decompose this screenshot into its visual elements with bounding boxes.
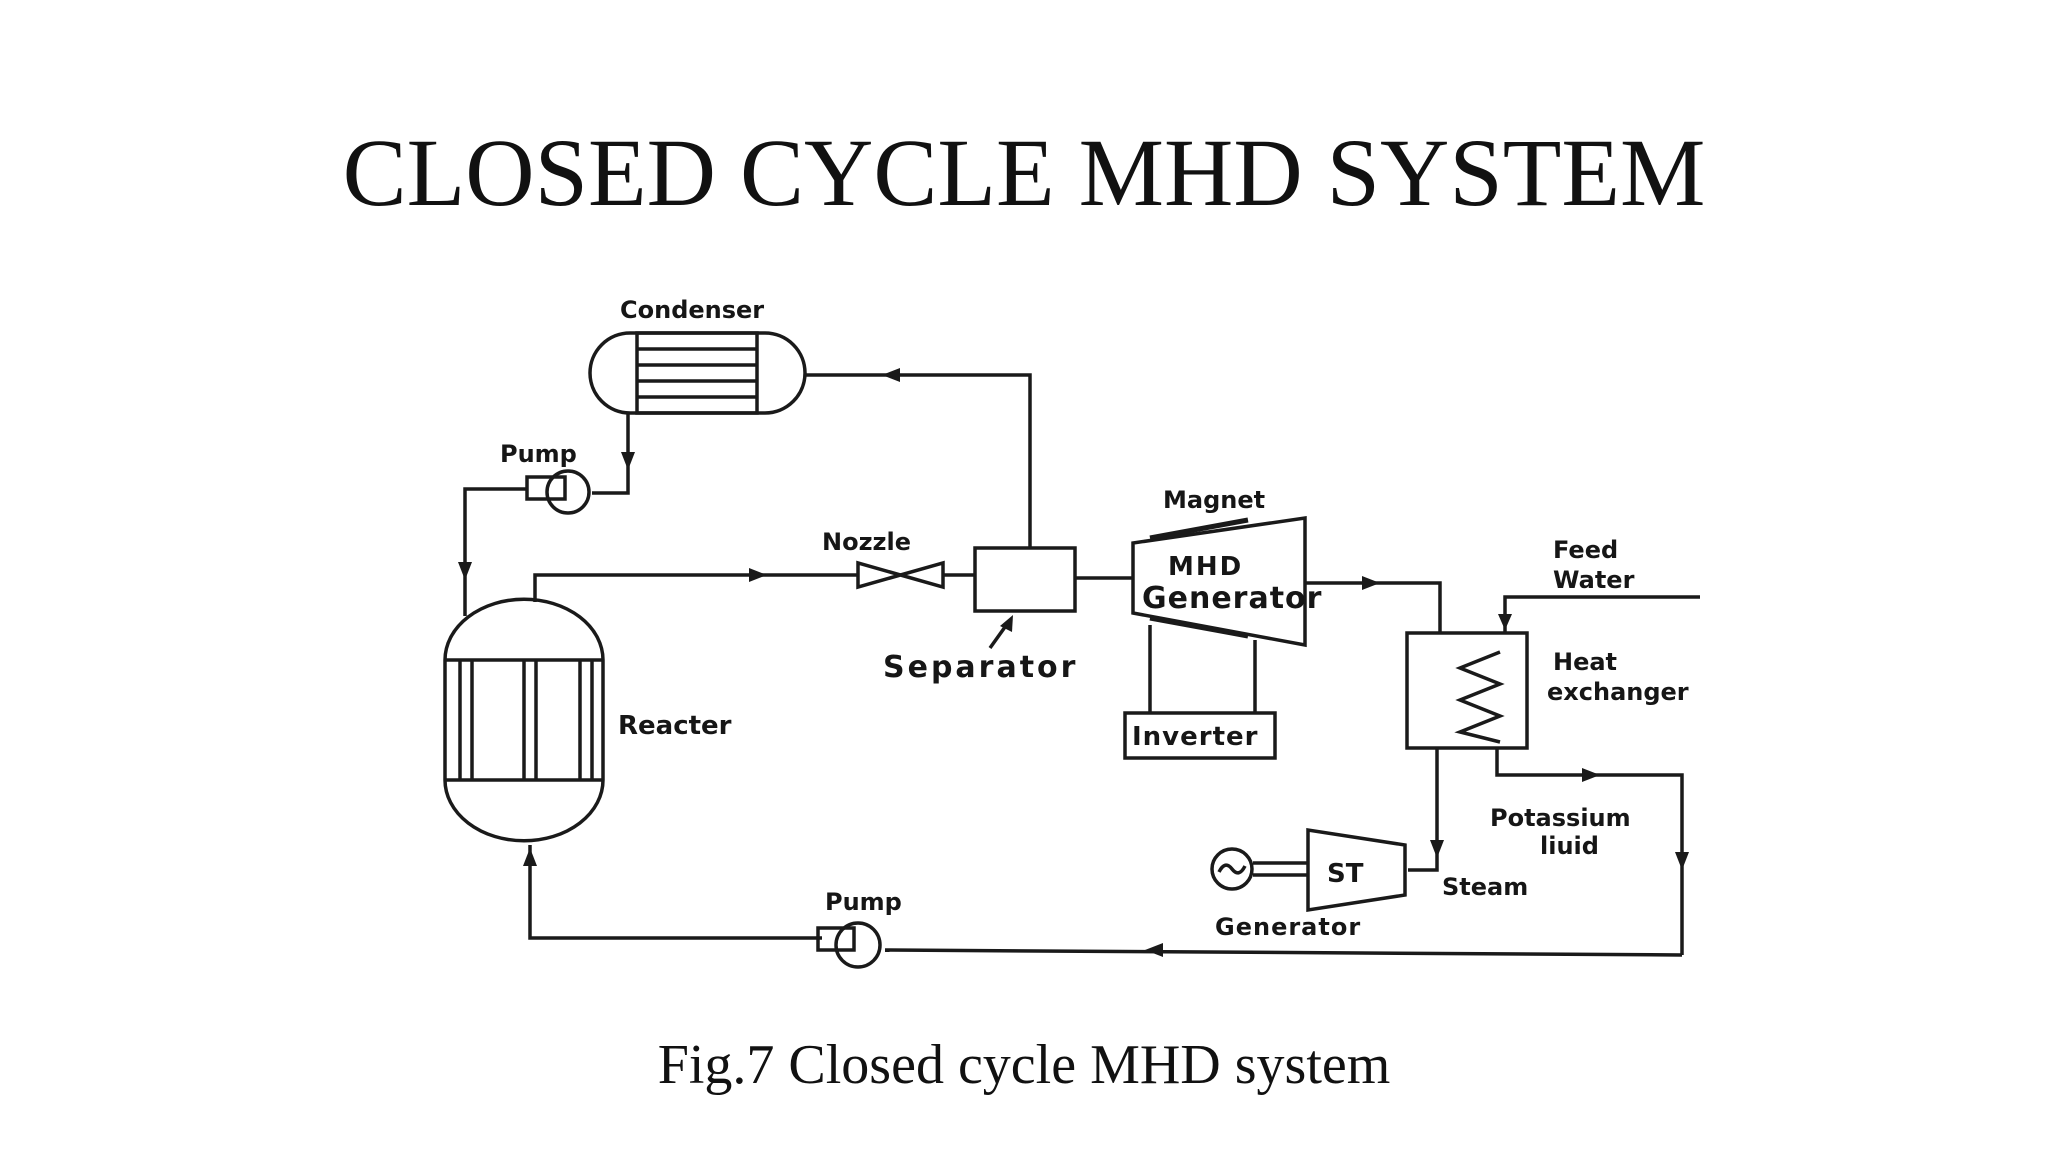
- top-pump: [525, 469, 591, 515]
- turbine-generator-shaft: [1253, 861, 1308, 877]
- feed-label-line2: Water: [1553, 566, 1635, 594]
- flow-arrow-potassium-down: [1675, 852, 1689, 870]
- flow-arrow-up-to-reactor: [523, 848, 537, 866]
- flow-arrow-feed-water: [1498, 614, 1512, 630]
- top-pump-label: Pump: [500, 440, 577, 468]
- ac-generator: [1210, 847, 1254, 891]
- condenser-label: Condenser: [620, 296, 764, 324]
- flow-arrow-to-condenser: [882, 368, 900, 382]
- steam-label: Steam: [1442, 873, 1528, 901]
- magnet-label: Magnet: [1163, 486, 1265, 514]
- flow-arrow-to-heat-exchanger: [1362, 576, 1380, 590]
- heat-label-line1: Heat: [1553, 648, 1617, 676]
- flow-arrow-potassium-right: [1582, 768, 1600, 782]
- heat-exchanger-to-turbine-line: [1408, 748, 1444, 872]
- mhd-to-inverter-lines: [1148, 625, 1257, 713]
- figure-caption: Fig.7 Closed cycle MHD system: [657, 1034, 1391, 1096]
- bottom-return-line: [523, 845, 1683, 957]
- potassium-label-line2: liuid: [1540, 832, 1599, 860]
- reactor: [443, 597, 605, 843]
- steam-turbine: [1306, 827, 1407, 913]
- pump-to-reactor-line: [458, 487, 527, 616]
- generator-label: Generator: [1215, 913, 1361, 941]
- inverter-label: Inverter: [1132, 722, 1258, 752]
- separator-label: Separator: [883, 650, 1078, 685]
- nozzle-label: Nozzle: [822, 528, 911, 556]
- st-label: ST: [1327, 859, 1364, 889]
- flow-arrow-to-nozzle: [749, 568, 767, 582]
- mhd-generator: [1131, 515, 1307, 648]
- potassium-liquid-line: [1495, 748, 1689, 955]
- separator-to-condenser-line: [805, 368, 1032, 548]
- bottom-pump: [816, 921, 882, 969]
- heat-exchanger: [1405, 631, 1529, 750]
- condenser: [588, 331, 807, 415]
- reactor-label: Reacter: [618, 711, 732, 741]
- feed-water-line: [1498, 595, 1700, 633]
- nozzle-valve: [856, 560, 975, 590]
- feed-label-line1: Feed: [1553, 536, 1618, 564]
- flow-arrow-down-to-steam: [1430, 840, 1444, 858]
- flow-arrow-return-left: [1145, 943, 1163, 957]
- slide-title: CLOSED CYCLE MHD SYSTEM: [342, 119, 1706, 226]
- potassium-label-line1: Potassium: [1490, 804, 1631, 832]
- mhd-label-line2: Generator: [1142, 581, 1322, 616]
- separator: [973, 546, 1077, 650]
- flow-arrow-down-to-reactor: [458, 562, 472, 580]
- heat-label-line2: exchanger: [1547, 678, 1689, 706]
- flow-arrow-down-to-pump: [621, 452, 635, 470]
- bottom-pump-label: Pump: [825, 888, 902, 916]
- condenser-to-pump-line: [592, 413, 635, 495]
- separator-pointer-arrow: [1000, 615, 1013, 632]
- reactor-to-nozzle-line: [533, 568, 858, 602]
- mhd-to-heat-exchanger-line: [1305, 576, 1442, 633]
- mhd-label-line1: MHD: [1168, 552, 1243, 582]
- inverter: [1123, 711, 1277, 760]
